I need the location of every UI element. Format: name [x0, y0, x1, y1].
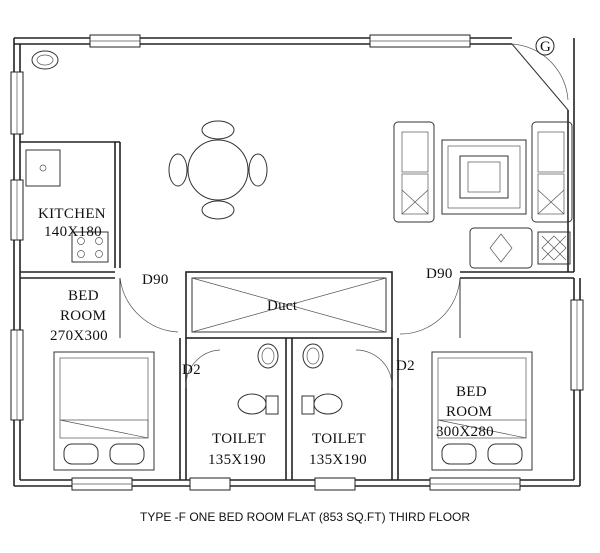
- toilet-right-name: TOILET: [312, 431, 366, 447]
- duct: [185, 271, 393, 339]
- basin-right: [302, 343, 324, 369]
- plan-caption: TYPE -F ONE BED ROOM FLAT (853 SQ.FT) TH…: [140, 510, 470, 524]
- bed-right: [431, 351, 533, 471]
- window-bottom-2: [189, 477, 231, 491]
- wc-left: [237, 393, 267, 415]
- toilet-fixtures: [237, 343, 343, 415]
- chair-right: [248, 153, 268, 187]
- toilet-left-size: 135X190: [208, 452, 266, 468]
- door-d90-right: D90: [426, 266, 453, 282]
- windows: [10, 34, 584, 491]
- door-d2-left: D2: [182, 362, 201, 378]
- kitchen-size: 140X180: [44, 224, 102, 240]
- inner-walls: [20, 271, 574, 480]
- door-d90-left: D90: [142, 272, 169, 288]
- duct-label: Duct: [267, 298, 298, 314]
- kitchen: [20, 141, 121, 268]
- living-furniture: [393, 121, 573, 269]
- wc-right: [313, 393, 343, 415]
- sofa-right: [531, 121, 573, 223]
- kitchen-name: KITCHEN: [38, 206, 106, 222]
- kitchen-sink: [25, 149, 61, 187]
- bedroom-left-line2: ROOM: [60, 308, 106, 324]
- toilet-left-name: TOILET: [212, 431, 266, 447]
- rug: [441, 139, 527, 215]
- basin-left: [257, 343, 279, 369]
- bedroom-left-line1: BED: [68, 288, 99, 304]
- chair-top: [201, 120, 235, 140]
- chair-bottom: [201, 200, 235, 220]
- wash-basin: [31, 50, 59, 70]
- bedroom-right-line1: BED: [456, 384, 487, 400]
- window-bottom-3: [314, 477, 356, 491]
- sofa-left: [393, 121, 435, 223]
- entry-door-label: G: [540, 39, 551, 55]
- toilet-right-size: 135X190: [309, 452, 367, 468]
- bedroom-left-size: 270X300: [50, 328, 108, 344]
- stove: [71, 231, 109, 263]
- door-swings: [119, 277, 461, 389]
- entry-door: [511, 36, 569, 111]
- dining-table: [168, 120, 268, 220]
- bedroom-right-line2: ROOM: [446, 404, 492, 420]
- side-table: [537, 231, 571, 265]
- door-d2-right: D2: [396, 358, 415, 374]
- bed-left: [53, 351, 155, 471]
- bedroom-right-size: 300X280: [436, 424, 494, 440]
- coffee-table: [459, 155, 509, 199]
- armchair: [469, 227, 533, 269]
- chair-left: [168, 153, 188, 187]
